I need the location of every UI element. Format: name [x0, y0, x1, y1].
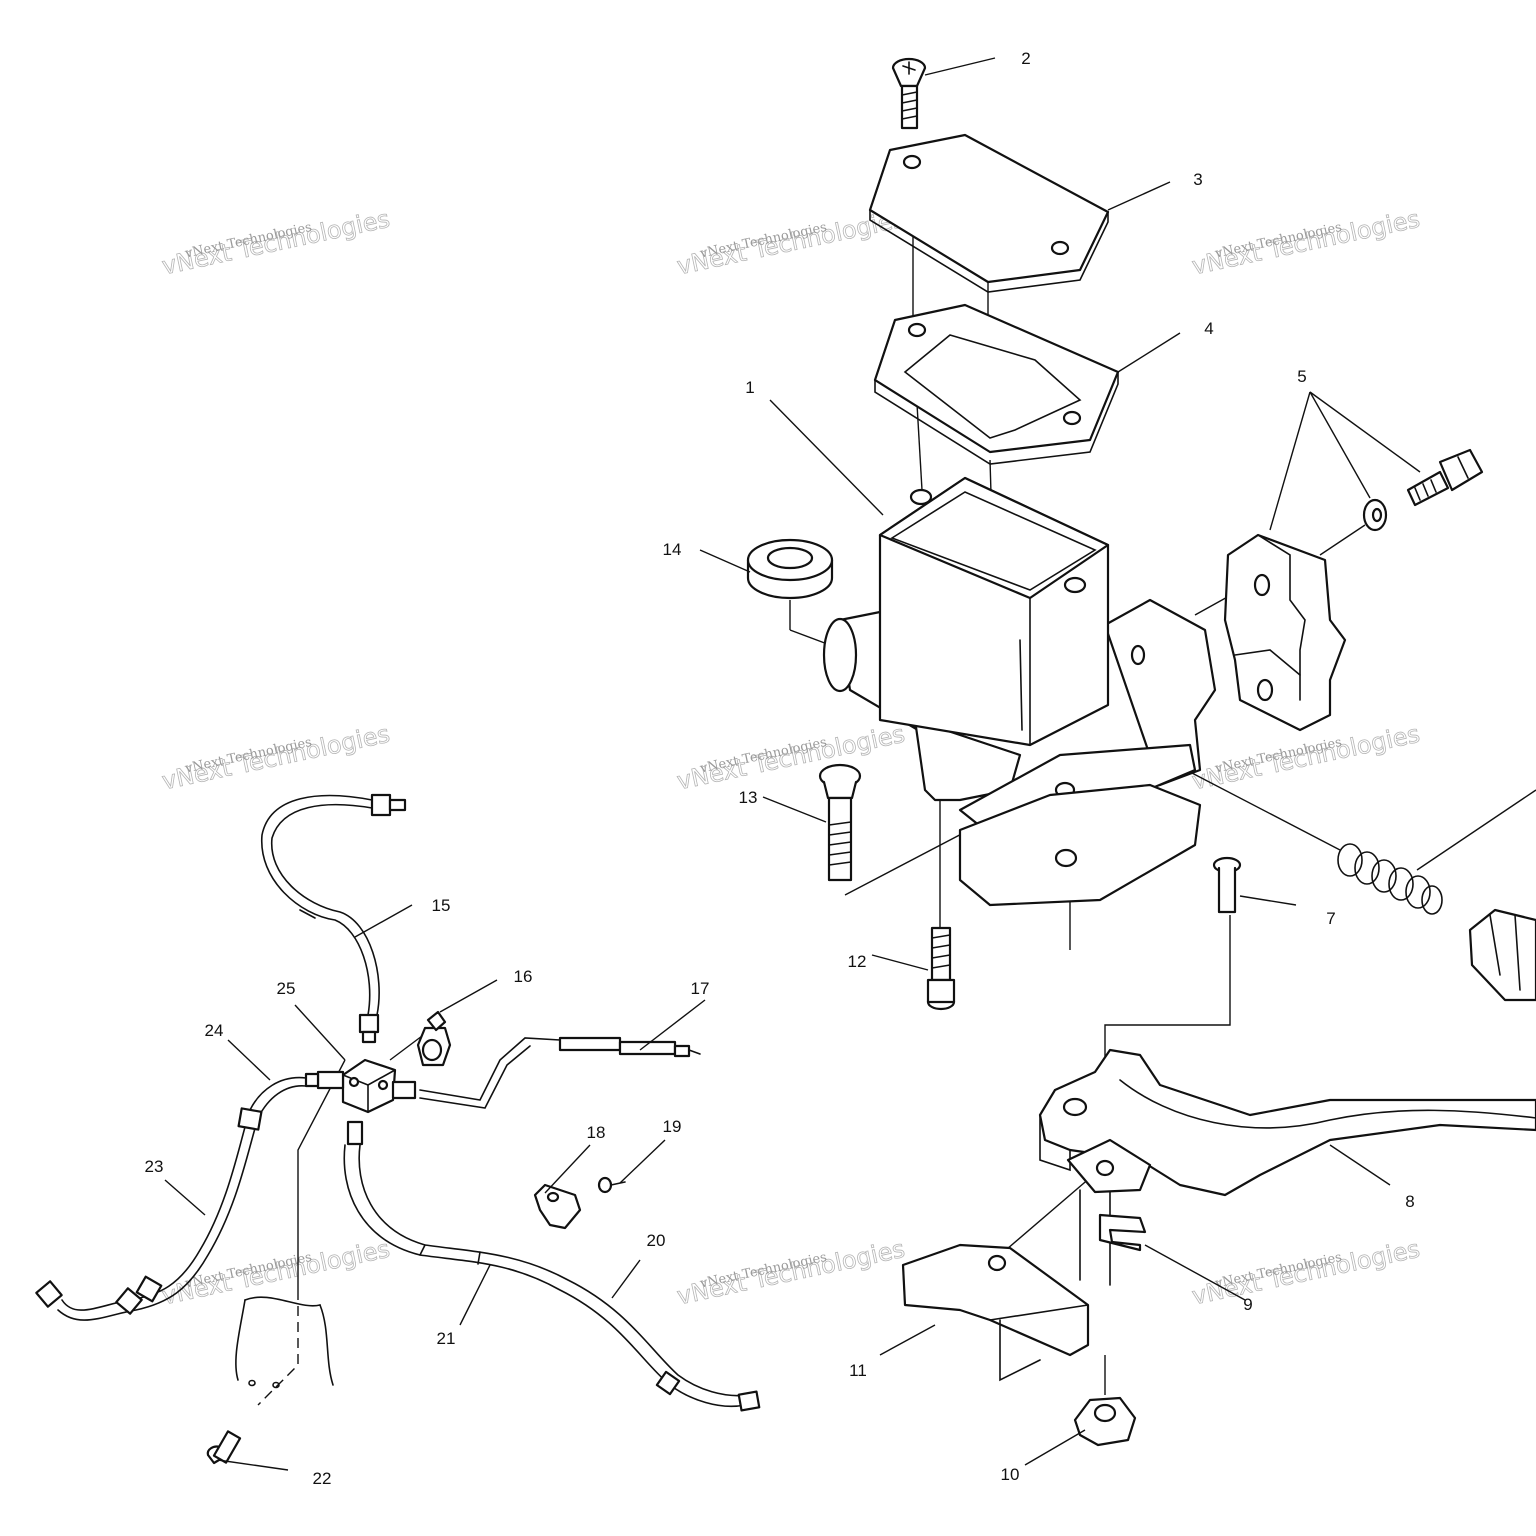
reservoir-cover-part-3: [868, 133, 1110, 293]
callout-2: 2: [1021, 49, 1030, 68]
brake-hose-part-20: [343, 1120, 761, 1412]
screw-part-19: [597, 1176, 626, 1194]
callout-4: 4: [1204, 319, 1213, 338]
brake-hose-part-23: [35, 1076, 307, 1321]
callout-17: 17: [691, 979, 710, 998]
callout-13: 13: [739, 788, 758, 807]
master-cylinder-part-1: [822, 476, 1217, 907]
callout-22: 22: [313, 1469, 332, 1488]
assembly-axis-lines: [257, 200, 1366, 1406]
callout-7: 7: [1326, 909, 1335, 928]
lever-pad-part-11: [901, 1243, 1090, 1382]
piston-part-6: [1468, 908, 1536, 1002]
callout-15: 15: [432, 896, 451, 915]
seal-ring-part-14: [746, 538, 834, 600]
callout-18: 18: [587, 1123, 606, 1142]
watermark-5: vNext Technologies vNext Technologies: [674, 719, 907, 795]
callout-23: 23: [145, 1157, 164, 1176]
callout-19: 19: [663, 1117, 682, 1136]
clip-part-9: [1098, 1213, 1147, 1252]
callout-3: 3: [1193, 170, 1202, 189]
callout-16: 16: [514, 967, 533, 986]
brake-lever-part-8: [1038, 1048, 1536, 1286]
watermark-6: vNext Technologies vNext Technologies: [1189, 719, 1422, 795]
callout-25: 25: [277, 979, 296, 998]
callout-24: 24: [205, 1021, 224, 1040]
watermark-9: vNext Technologies vNext Technologies: [1189, 1234, 1422, 1310]
callout-leaders: [164, 57, 1536, 1471]
hose-clip-part-18: [533, 1183, 582, 1230]
frame-section: [235, 1296, 334, 1389]
watermark-8: vNext Technologies vNext Technologies: [674, 1234, 907, 1310]
callout-21: 21: [437, 1329, 456, 1348]
washer-part-5: [1362, 498, 1388, 532]
brake-line-part-17: [419, 1036, 701, 1109]
callout-10: 10: [1001, 1465, 1020, 1484]
callout-14: 14: [663, 540, 682, 559]
watermark-1: vNext Technologies vNext Technologies: [159, 204, 392, 280]
clamp-part-5: [1223, 533, 1347, 732]
screw-part-2: [891, 57, 927, 130]
callout-8: 8: [1405, 1192, 1414, 1211]
nut-part-10: [1073, 1396, 1137, 1447]
callout-12: 12: [848, 952, 867, 971]
screw-part-22: [206, 1430, 242, 1465]
spring-part-6: [1337, 843, 1443, 915]
set-screw-part-12: [926, 926, 956, 1011]
callout-9: 9: [1243, 1295, 1252, 1314]
bolt-part-5: [1406, 448, 1484, 507]
diaphragm-part-4: [873, 303, 1120, 465]
callout-labels: 1 2 3 4 5 7 8 9 10 11 12 13 14 15 16 17 …: [145, 49, 1415, 1488]
watermark-4: vNext Technologies vNext Technologies: [159, 719, 392, 795]
watermark-3: vNext Technologies vNext Technologies: [1189, 204, 1422, 280]
brake-switch-part-16: [416, 1010, 452, 1067]
junction-block-part-25: [304, 1058, 417, 1114]
brake-hose-part-15: [261, 793, 407, 1044]
bolt-part-13: [818, 763, 862, 882]
callout-5: 5: [1297, 367, 1306, 386]
pivot-pin-part-7: [1212, 856, 1242, 914]
watermark-2: vNext Technologies vNext Technologies: [674, 204, 907, 280]
callout-1: 1: [745, 378, 754, 397]
callout-11: 11: [849, 1361, 867, 1380]
callout-20: 20: [647, 1231, 666, 1250]
